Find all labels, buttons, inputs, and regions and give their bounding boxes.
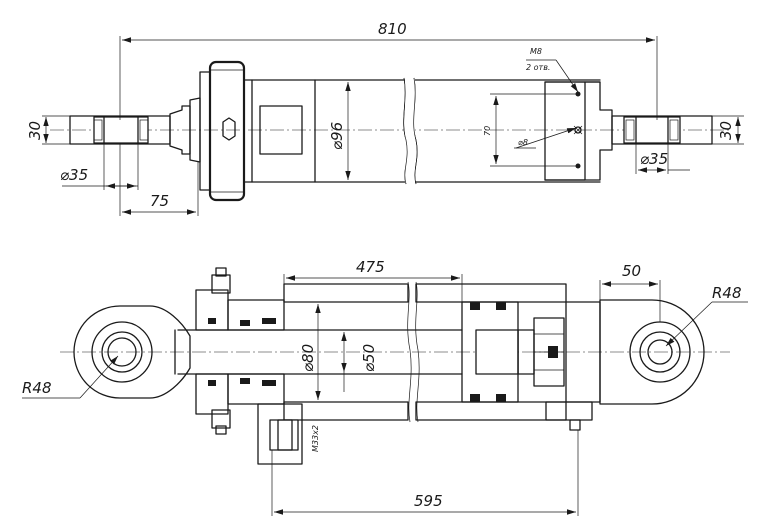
dim-r48-right-label: R48 (712, 284, 742, 302)
leader-port-hole: ⌀8 (514, 127, 577, 149)
rod-port-boss: M33x2 (257, 403, 320, 465)
dim-stroke: 475 (283, 258, 463, 302)
dim-rod: ⌀50 (341, 332, 378, 392)
dim-810-label: 810 (378, 20, 407, 38)
top-view: 810 30 ⌀35 75 ⌀96 (26, 20, 744, 216)
dim-595-label: 595 (414, 492, 443, 510)
rod-eye (73, 305, 191, 399)
dim-left-thickness: 30 (26, 115, 70, 145)
dim-port-spacing: 70 (483, 93, 578, 167)
dim-clevis-radius: R48 (665, 284, 748, 347)
dim-r48-left-label: R48 (22, 379, 52, 397)
dim-35-left-label: ⌀35 (60, 166, 88, 184)
piston (461, 301, 565, 403)
section-view: M33x2 (22, 258, 748, 516)
cylinder-barrel (251, 77, 613, 185)
thread-count-label: 2 отв. (526, 63, 550, 72)
thread-label: M8 (530, 47, 542, 56)
rod-gland (195, 267, 285, 435)
dim-left-pin: ⌀35 (60, 143, 139, 190)
leader-thread: M8 2 отв. (526, 47, 579, 93)
dim-80-label: ⌀80 (299, 344, 317, 372)
grease-nipple-icon (222, 117, 236, 141)
dim-35-right-label: ⌀35 (640, 150, 668, 168)
dim-50-rod-label: ⌀50 (360, 344, 378, 372)
dim-96-label: ⌀96 (328, 122, 346, 150)
right-eye (611, 115, 713, 145)
dim-clevis-length: 50 (599, 262, 661, 322)
dim-right-pin: ⌀35 (635, 143, 690, 174)
port-thread-label: M33x2 (311, 425, 320, 452)
dim-body-diameter: ⌀96 (328, 82, 351, 180)
dim-475-label: 475 (356, 258, 385, 276)
dim-right-thickness: 30 (712, 115, 744, 145)
port-hole-label: ⌀8 (518, 138, 528, 147)
dim-50-label: 50 (622, 262, 641, 280)
dim-75-label: 75 (150, 192, 169, 210)
rear-clevis (545, 299, 705, 431)
dim-eye-offset: 75 (119, 144, 199, 216)
dim-30-right-label: 30 (717, 121, 735, 140)
dim-port-distance: 595 (271, 430, 579, 516)
dim-70-label: 70 (483, 126, 492, 136)
port-boss (259, 105, 303, 155)
dim-30-left-label: 30 (26, 121, 44, 140)
dim-bore: ⌀80 (299, 304, 321, 400)
dim-rod-eye-radius: R48 (22, 355, 119, 399)
rear-cap (199, 60, 253, 202)
dim-overall-length: 810 (119, 20, 658, 120)
